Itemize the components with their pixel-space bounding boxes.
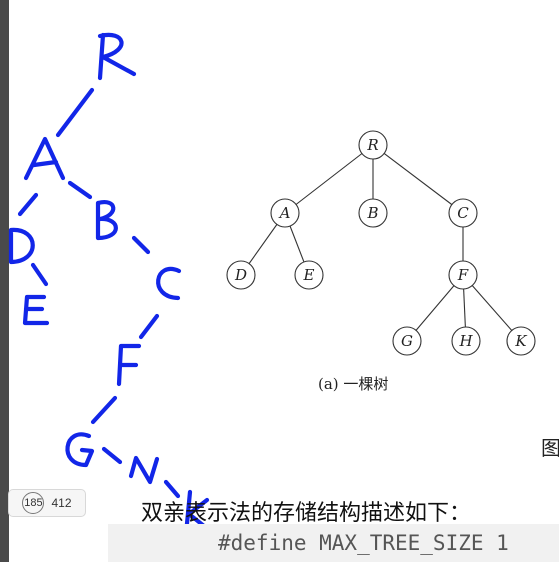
ink-letter-r <box>97 32 137 81</box>
page-edge <box>0 0 9 562</box>
total-pages: 412 <box>51 496 72 510</box>
ink-edge <box>138 313 160 340</box>
tree-node-label: C <box>457 204 469 222</box>
ink-letter-e <box>22 294 50 326</box>
tree-node-label: K <box>514 332 527 350</box>
page-indicator[interactable]: 185 412 <box>8 489 86 517</box>
ink-letter-c <box>156 266 182 301</box>
ink-edge <box>90 395 118 425</box>
ink-edge <box>17 192 39 217</box>
tree-node-c <box>448 198 478 228</box>
description-text: 双亲表示法的存储结构描述如下： <box>141 501 472 526</box>
tree-node-label: R <box>366 136 378 154</box>
ink-letter-g <box>65 432 95 468</box>
ink-letter-d <box>8 227 35 265</box>
ink-letter-b <box>95 200 118 241</box>
tree-node-g <box>392 326 422 356</box>
current-page-number: 185 <box>22 492 45 514</box>
ink-letter-a <box>23 136 66 181</box>
edge-r-a <box>284 144 374 214</box>
edge-r-c <box>372 144 464 214</box>
ink-letter-h <box>128 455 160 485</box>
ink-edge <box>163 479 181 499</box>
tree-node-e <box>294 260 324 290</box>
tree-node-label: E <box>303 266 315 284</box>
code-background <box>108 524 559 562</box>
code-line: #define MAX_TREE_SIZE 1 <box>218 531 509 555</box>
tree-node-a <box>270 198 300 228</box>
tree-node-label: G <box>401 332 413 350</box>
ink-edge <box>55 87 95 138</box>
figure-label-cutoff: 图 <box>541 436 559 460</box>
ink-edge <box>101 446 123 465</box>
ink-edge <box>30 262 49 287</box>
tree-node-b <box>358 198 388 228</box>
tree-node-r <box>358 130 388 160</box>
ink-letter-f <box>116 343 142 387</box>
ink-edge <box>67 180 93 200</box>
tree-node-label: F <box>457 266 469 284</box>
tree-node-label: D <box>234 266 247 284</box>
tree-node-label: A <box>278 204 291 222</box>
tree-node-h <box>451 326 481 356</box>
ink-edge <box>131 235 151 255</box>
tree-node-k <box>506 326 536 356</box>
tree-node-label: H <box>458 332 473 350</box>
tree-node-d <box>226 260 256 290</box>
figure-caption: (a) 一棵树 <box>318 375 389 393</box>
edge-f-k <box>462 274 522 342</box>
tree-node-label: B <box>366 204 378 222</box>
tree-node-f <box>448 260 478 290</box>
